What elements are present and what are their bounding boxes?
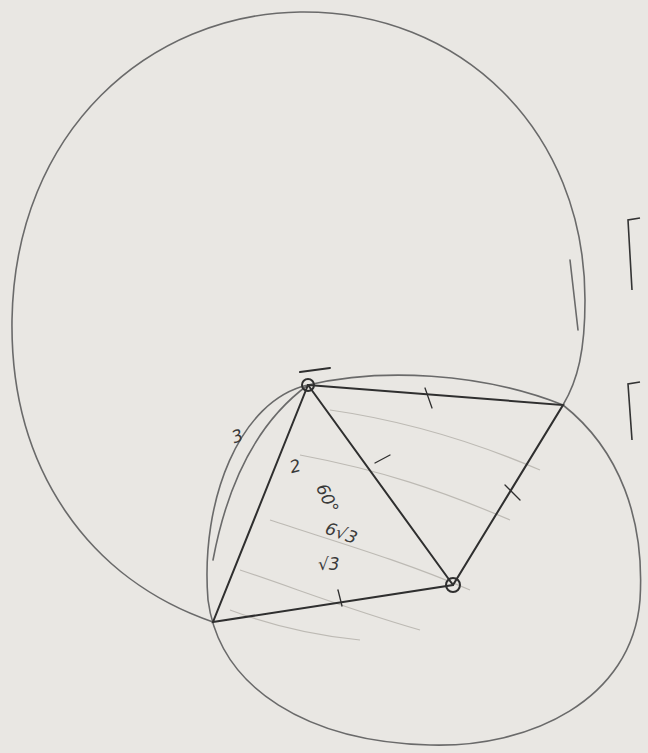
- tick-mark: [505, 485, 520, 500]
- tick-mark: [338, 590, 342, 606]
- point-marker: [302, 379, 314, 391]
- tick-mark: [375, 455, 390, 463]
- bracket: [628, 382, 640, 440]
- handwritten-label: 2: [288, 457, 303, 476]
- handwritten-label: 60°: [313, 481, 341, 516]
- small-circle: [207, 375, 641, 745]
- handwritten-label: 3: [229, 427, 245, 447]
- tick-mark: [425, 388, 432, 408]
- quadrilateral: [213, 385, 563, 622]
- handwritten-label: √3: [318, 556, 340, 573]
- stroke-mark: [300, 368, 330, 372]
- large-circle: [12, 12, 585, 622]
- bracket: [628, 218, 640, 290]
- handwritten-label: 6√3: [323, 520, 359, 547]
- stroke-mark: [570, 260, 578, 330]
- diagonal: [308, 385, 453, 585]
- arc: [213, 385, 308, 560]
- point-marker: [446, 578, 460, 592]
- hatching: [230, 410, 540, 640]
